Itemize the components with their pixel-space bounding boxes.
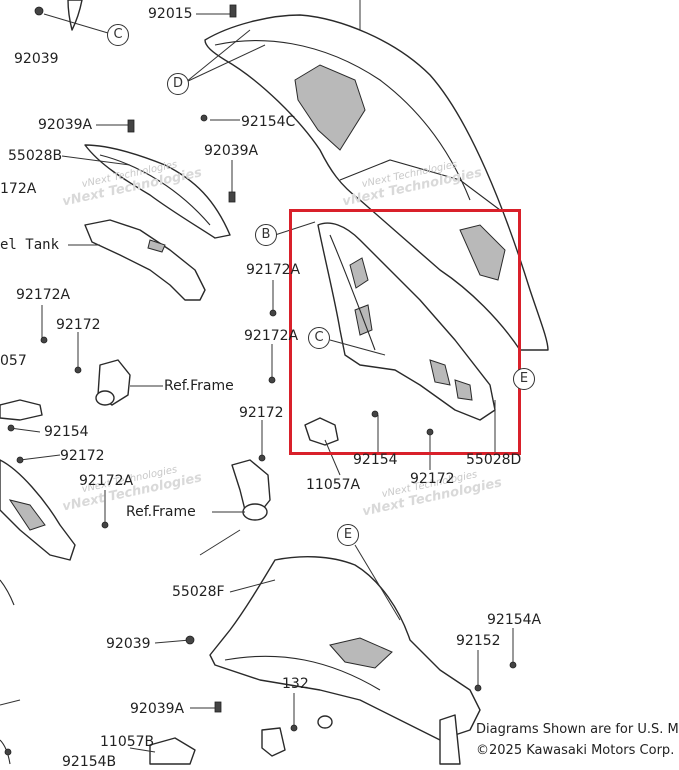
left-lower-panel-vent: [8, 499, 46, 531]
tank-bracket-slot: [147, 239, 166, 253]
highlight-box: [289, 209, 521, 455]
label-fuel-tank: el Tank: [0, 237, 60, 253]
lower-mount-post: [439, 714, 461, 765]
frame-mount-2-bush: [242, 503, 268, 521]
label-92154B[interactable]: 92154B: [62, 754, 117, 770]
label-92154-mid[interactable]: 92154: [353, 452, 398, 468]
label-92039[interactable]: 92039: [14, 51, 59, 67]
callout-c-mid[interactable]: C: [308, 327, 330, 349]
label-55028D[interactable]: 55028D: [466, 452, 522, 468]
grommet: [317, 715, 333, 729]
label-ref-frame-2: Ref.Frame: [126, 504, 196, 520]
callout-c-top[interactable]: C: [107, 24, 129, 46]
upper-cowl-vent-right: [459, 224, 506, 281]
footer-copyright: ©2025 Kawasaki Motors Corp.: [476, 743, 675, 758]
inner-cowl-edge: [329, 234, 376, 351]
inner-panel-55028B-edge: [99, 154, 211, 226]
label-92039A[interactable]: 92039A: [38, 117, 93, 133]
inner-panel-55028B: [84, 144, 231, 239]
lower-cowl-vent: [329, 637, 393, 669]
callout-d-top[interactable]: D: [167, 73, 189, 95]
label-92172A-leftcol[interactable]: 92172A: [16, 287, 71, 303]
lower-bracket-132: [261, 727, 286, 757]
lower-cowl-edge: [224, 655, 381, 691]
label-92154A[interactable]: 92154A: [487, 612, 542, 628]
label-92039-bot[interactable]: 92039: [106, 636, 151, 652]
bracket-11057: [0, 399, 43, 421]
label-92172-leftcol[interactable]: 92172: [56, 317, 101, 333]
label-92172-left2[interactable]: 92172: [60, 448, 105, 464]
label-92172A-left[interactable]: 172A: [0, 181, 37, 197]
label-92172-mid[interactable]: 92172: [239, 405, 284, 421]
label-92172A-left2[interactable]: 92172A: [79, 473, 134, 489]
inner-cowl-vent-1: [349, 257, 369, 289]
label-55028B[interactable]: 55028B: [8, 148, 63, 164]
label-92154C[interactable]: 92154C: [241, 114, 296, 130]
upper-cowl-edge: [214, 40, 471, 201]
label-11057A[interactable]: 11057A: [306, 477, 361, 493]
upper-cowl-55028: [204, 14, 549, 351]
label-ref-frame-1: Ref.Frame: [164, 378, 234, 394]
left-lower-panel: [0, 459, 76, 561]
callout-e-right[interactable]: E: [513, 368, 535, 390]
side-cover-fragment: [67, 0, 83, 31]
tank-side-bracket: [84, 219, 206, 301]
label-92039A-2[interactable]: 92039A: [204, 143, 259, 159]
fasteners: [4, 4, 517, 756]
label-92172-bot[interactable]: 92172: [410, 471, 455, 487]
label-92152[interactable]: 92152: [456, 633, 501, 649]
upper-cowl-ridge: [339, 159, 501, 211]
leader-lines: [0, 0, 514, 753]
inner-cowl-vent-4: [454, 379, 473, 401]
bracket-11057A: [304, 417, 339, 446]
footer-disclaimer: Diagrams Shown are for U.S. M: [476, 722, 679, 737]
label-92039A-bot[interactable]: 92039A: [130, 701, 185, 717]
label-92015[interactable]: 92015: [148, 6, 193, 22]
label-132[interactable]: 132: [282, 676, 309, 692]
label-11057B[interactable]: 11057B: [100, 734, 155, 750]
label-92172A-mid2[interactable]: 92172A: [244, 328, 299, 344]
callout-e-bottom[interactable]: E: [337, 524, 359, 546]
callout-b-mid[interactable]: B: [255, 224, 277, 246]
upper-cowl-vent: [294, 64, 366, 151]
label-92172A-mid[interactable]: 92172A: [246, 262, 301, 278]
label-11057-left[interactable]: 057: [0, 353, 27, 369]
label-92154-left[interactable]: 92154: [44, 424, 89, 440]
frame-mount-1-bush: [95, 390, 115, 406]
left-edge-fragment: [0, 579, 15, 606]
inner-cowl-vent-3: [429, 359, 451, 386]
bracket-11057B: [149, 737, 196, 765]
label-55028F[interactable]: 55028F: [172, 584, 225, 600]
parts-diagram: [0, 0, 549, 765]
